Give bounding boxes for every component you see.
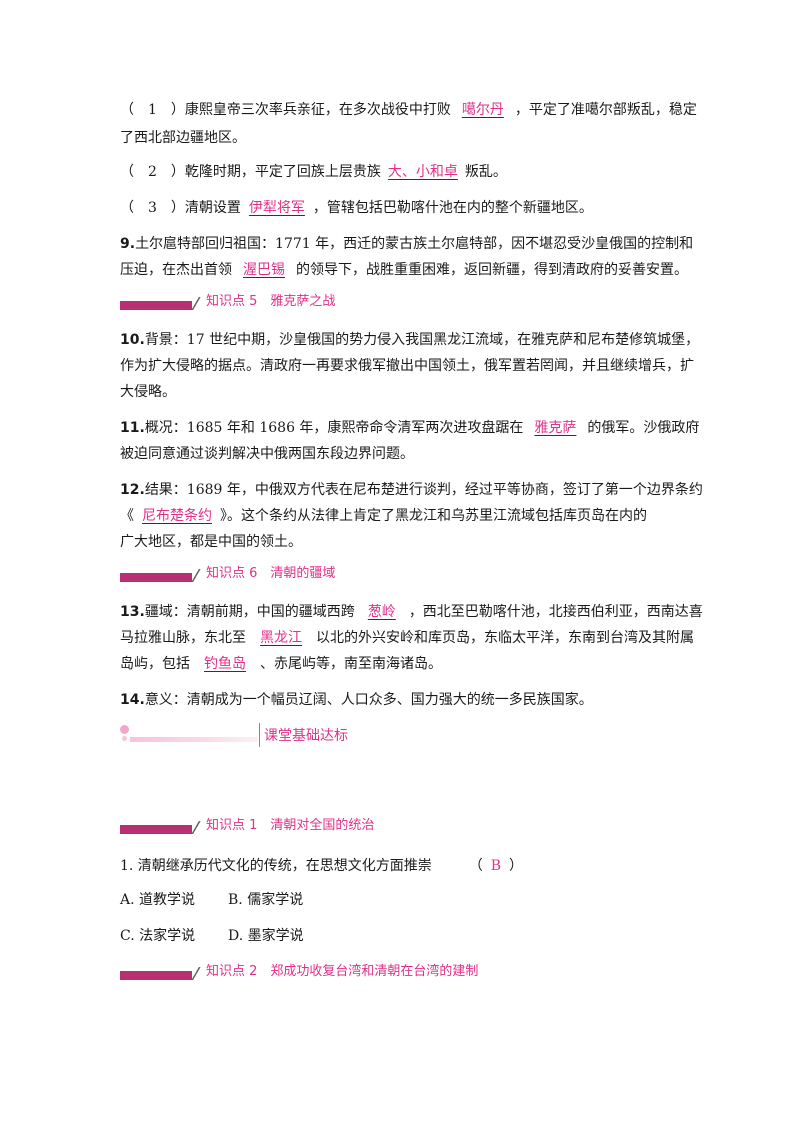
q10-line1: 10.背景：17 世纪中期，沙皇俄国的势力侵入我国黑龙江流域，在雅克萨和尼布楚修… — [120, 326, 699, 354]
text: 意义：清朝成为一个幅员辽阔、人口众多、国力强大的统一多民族国家。 — [144, 692, 593, 708]
answer-nerchinsk-treaty: 尼布楚条约 — [142, 508, 212, 524]
question-number: 13. — [120, 604, 145, 620]
section-header-6: 知识点 6 清朝的疆域 — [120, 564, 335, 584]
choice-q1-options-ab: A. 道教学说 B. 儒家学说 — [120, 886, 680, 914]
question-number: 14. — [120, 692, 145, 708]
answer-albazin: 雅克萨 — [534, 420, 577, 436]
answer-ubashi: 渥巴锡 — [243, 262, 285, 278]
choice-answer: B — [490, 858, 502, 874]
q12-line2: 《尼布楚条约》。这个条约从法律上肯定了黑龙江和乌苏里江流域包括库页岛在内的 — [120, 502, 680, 530]
banner-title: 课堂基础达标 — [264, 728, 348, 744]
q13-line1: 13.疆域：清朝前期，中国的疆域西跨葱岭 ，西北至巴勒喀什池，北接西伯利亚，西南达… — [120, 598, 703, 626]
class-basics-banner: 课堂基础达标 — [120, 722, 348, 748]
q8-item1-line2: 了西北部边疆地区。 — [120, 130, 246, 146]
text: 叛乱。 — [464, 164, 507, 180]
q8-item2: （ 2 ）乾隆时期，平定了回族上层贵族大、小和卓叛乱。 — [120, 158, 680, 186]
text: 疆域：清朝前期，中国的疆域西跨 — [144, 604, 355, 620]
q11-line1: 11.概况：1685 年和 1686 年，康熙帝命令清军两次进攻盘踞在雅克萨的俄… — [120, 414, 699, 442]
question-number: 10. — [120, 332, 145, 348]
text: 马拉雅山脉，东北至 — [120, 630, 246, 646]
q11-line2: 被迫同意通过谈判解决中俄两国东段边界问题。 — [120, 446, 414, 462]
q8-item1-line1: （ 1 ）康熙皇帝三次率兵亲征，在多次战役中打败噶尔丹 ，平定了准噶尔部叛乱，稳定 — [120, 96, 697, 124]
q8-item3: （ 3 ）清朝设置伊犁将军 ，管辖包括巴勒喀什池在内的整个新疆地区。 — [120, 194, 680, 222]
text: ，平定了准噶尔部叛乱，稳定 — [514, 102, 697, 118]
answer-galdan: 噶尔丹 — [461, 102, 504, 118]
paren: （ — [468, 858, 483, 874]
text: ，西北至巴勒喀什池，北接西伯利亚，西南达喜 — [408, 604, 703, 620]
q13-line2: 马拉雅山脉，东北至黑龙江以北的外兴安岭和库页岛，东临太平洋，东南到台湾及其附属 — [120, 624, 694, 652]
section-header-5: 知识点 5 雅克萨之战 — [120, 292, 335, 312]
text: （ 1 ）康熙皇帝三次率兵亲征，在多次战役中打败 — [120, 102, 451, 118]
q12-line1: 12.结果：1689 年，中俄双方代表在尼布楚进行谈判，经过平等协商，签订了第一… — [120, 476, 703, 504]
text: 岛屿，包括 — [120, 656, 190, 672]
text: 以北的外兴安岭和库页岛，东临太平洋，东南到台湾及其附属 — [316, 630, 694, 646]
section-bar — [120, 967, 202, 980]
section-header-1: 知识点 1 清朝对全国的统治 — [120, 816, 374, 836]
answer-diaoyu-island: 钓鱼岛 — [204, 656, 246, 672]
answer-hezhuo: 大、小和卓 — [387, 164, 458, 180]
option-d: D. 墨家学说 — [228, 928, 304, 944]
section-header-2: 知识点 2 郑成功收复台湾和清朝在台湾的建制 — [120, 962, 478, 982]
option-c: C. 法家学说 — [120, 928, 196, 944]
question-number: 12. — [120, 482, 145, 498]
section-title: 知识点 5 雅克萨之战 — [206, 294, 336, 309]
q13-line3: 岛屿，包括钓鱼岛、赤尾屿等，南至南海诸岛。 — [120, 650, 680, 678]
q10-line2: 作为扩大侵略的据点。清政府一再要求俄军撤出中国领土，俄军置若罔闻，并且继续增兵，… — [120, 358, 694, 374]
q12-line3: 广大地区，都是中国的领土。 — [120, 534, 302, 550]
question-number: 11. — [120, 420, 145, 436]
text: ，管辖包括巴勒喀什池在内的整个新疆地区。 — [312, 200, 593, 216]
text: 、赤尾屿等，南至南海诸岛。 — [260, 656, 442, 672]
text: （ 2 ）乾隆时期，平定了回族上层贵族 — [120, 164, 381, 180]
section-title: 知识点 6 清朝的疆域 — [206, 566, 336, 581]
text: 的领导下，战胜重重困难，返回新疆，得到清政府的妥善安置。 — [296, 262, 688, 278]
answer-yili-general: 伊犁将军 — [248, 200, 305, 216]
banner-decoration — [120, 723, 260, 747]
section-title: 知识点 1 清朝对全国的统治 — [206, 818, 375, 833]
answer-pamirs: 葱岭 — [367, 604, 396, 620]
text: 土尔扈特部回归祖国：1771 年，西迁的蒙古族土尔扈特部，因不堪忍受沙皇俄国的控… — [135, 236, 694, 252]
text: 1. 清朝继承历代文化的传统，在思想文化方面推崇 — [120, 858, 432, 874]
section-bar — [120, 821, 202, 834]
text: 概况：1685 年和 1686 年，康熙帝命令清军两次进攻盘踞在 — [144, 420, 524, 436]
text: 结果：1689 年，中俄双方代表在尼布楚进行谈判，经过平等协商，签订了第一个边界… — [144, 482, 703, 498]
paren: ） — [509, 858, 524, 874]
section-title: 知识点 2 郑成功收复台湾和清朝在台湾的建制 — [206, 964, 479, 979]
q9-line2: 压迫，在杰出首领渥巴锡的领导下，战胜重重困难，返回新疆，得到清政府的妥善安置。 — [120, 256, 688, 284]
option-a: A. 道教学说 — [120, 892, 196, 908]
section-bar — [120, 569, 202, 582]
question-number: 9. — [120, 236, 136, 252]
text: （ 3 ）清朝设置 — [120, 200, 241, 216]
q10-line3: 大侵略。 — [120, 384, 176, 400]
text: 《 — [120, 508, 134, 524]
q14-line1: 14.意义：清朝成为一个幅员辽阔、人口众多、国力强大的统一多民族国家。 — [120, 686, 680, 714]
option-b: B. 儒家学说 — [228, 892, 304, 908]
text: 的俄军。沙俄政府 — [587, 420, 700, 436]
choice-q1-options-cd: C. 法家学说 D. 墨家学说 — [120, 922, 680, 950]
answer-heilongjiang: 黑龙江 — [260, 630, 302, 646]
text: 背景：17 世纪中期，沙皇俄国的势力侵入我国黑龙江流域，在雅克萨和尼布楚修筑城堡… — [144, 332, 700, 348]
text: 》。这个条约从法律上肯定了黑龙江和乌苏里江流域包括库页岛在内的 — [220, 508, 647, 524]
section-bar — [120, 297, 202, 310]
q9-line1: 9.土尔扈特部回归祖国：1771 年，西迁的蒙古族土尔扈特部，因不堪忍受沙皇俄国… — [120, 230, 693, 258]
text: 压迫，在杰出首领 — [120, 262, 232, 278]
choice-q1-stem: 1. 清朝继承历代文化的传统，在思想文化方面推崇 （ B ） — [120, 852, 680, 880]
